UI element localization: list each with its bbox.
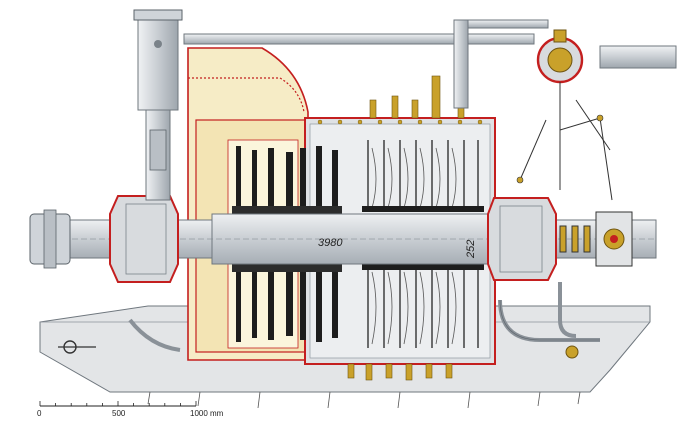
oil-gauge	[565, 345, 579, 359]
lower-piping-outline	[499, 299, 600, 341]
hp-blade-stages	[347, 75, 484, 381]
governor-linkage	[516, 82, 613, 201]
left-bearing	[109, 195, 179, 283]
rotor-diameter-label: 252	[465, 240, 477, 259]
steam-inlet-pipe	[133, 9, 183, 201]
governor-housing	[595, 211, 633, 267]
scale-label-end: 1000 mm	[190, 409, 224, 418]
scale-label-mid: 500	[112, 409, 126, 418]
top-steam-pipe	[183, 19, 677, 109]
scale-label-start: 0	[37, 409, 42, 418]
rotor-length-label: 3980	[318, 237, 343, 249]
control-valve	[536, 29, 584, 84]
right-bearing	[487, 197, 557, 281]
scale-bar: 0 500 1000 mm	[37, 401, 224, 418]
